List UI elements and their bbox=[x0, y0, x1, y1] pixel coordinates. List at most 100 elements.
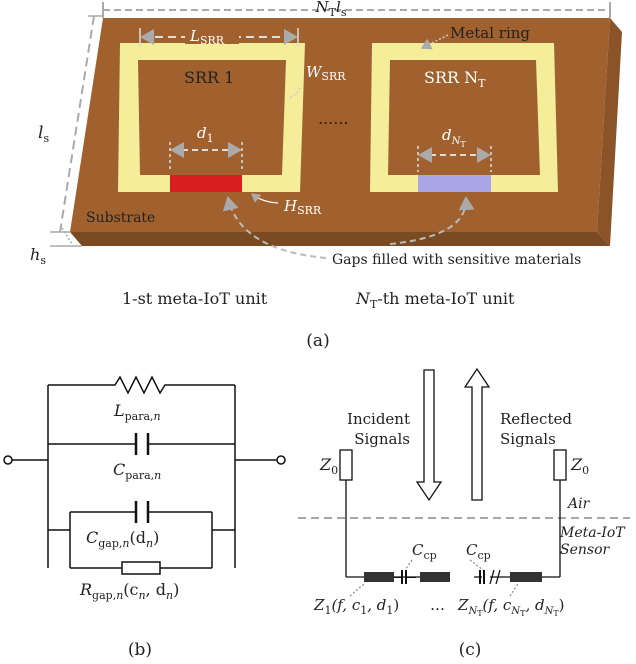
z0-right-sub: 0 bbox=[582, 464, 589, 477]
gaps-label: Gaps filled with sensitive materials bbox=[332, 252, 581, 268]
gaps-pointer-1 bbox=[222, 196, 327, 259]
hsrr-sub: SRR bbox=[297, 204, 322, 217]
z0-right-resistor bbox=[553, 449, 567, 481]
zn-c-subsub: T bbox=[520, 609, 526, 618]
top-dim-n-sub: T bbox=[329, 6, 337, 19]
r-gap-symbol bbox=[121, 561, 161, 575]
c-gap-sub: gap, bbox=[98, 537, 122, 550]
svg-text:Cpara,n: Cpara,n bbox=[113, 460, 161, 482]
hs-sub: s bbox=[40, 254, 46, 267]
srr-n-label: SRR NT bbox=[424, 68, 486, 90]
d1-dimension: d1 bbox=[169, 124, 243, 172]
svg-text:Lpara,n: Lpara,n bbox=[113, 401, 161, 423]
zn-c-sub: N bbox=[510, 606, 521, 617]
c-gap-label: C bbox=[86, 528, 98, 547]
z1-sub: 1 bbox=[324, 604, 331, 617]
caption-a: (a) bbox=[306, 331, 329, 351]
ellipsis-dots: ...... bbox=[318, 109, 349, 128]
hs-dimension: hs bbox=[30, 227, 82, 267]
sensor-label-2: Sensor bbox=[560, 542, 611, 558]
z1-label: Z bbox=[313, 596, 325, 614]
unit-1-label: 1-st meta-IoT unit bbox=[122, 289, 268, 308]
svg-text:d1: d1 bbox=[197, 124, 214, 145]
srr-n bbox=[370, 43, 558, 192]
zn-mid: , d bbox=[525, 596, 544, 614]
ccp-1-sub: cp bbox=[423, 549, 436, 562]
hs-label: h bbox=[30, 245, 40, 264]
svg-text:Cgap,n(dn): Cgap,n(dn) bbox=[86, 528, 159, 550]
dn-dimension: dNT bbox=[417, 126, 492, 172]
zn-d-subsub: T bbox=[553, 609, 559, 618]
z1-block bbox=[364, 572, 394, 582]
r-gap-n: n bbox=[116, 589, 123, 602]
l-para-symbol bbox=[48, 375, 235, 395]
c-para-label: C bbox=[113, 460, 125, 479]
z0-left-label: Z bbox=[319, 455, 332, 474]
svg-text:dNT: dNT bbox=[442, 126, 466, 149]
caption-c: (c) bbox=[459, 640, 482, 660]
z-ellipsis: … bbox=[430, 596, 445, 614]
c-gap-n: n bbox=[122, 537, 129, 550]
svg-text:Ccp: Ccp bbox=[412, 541, 437, 562]
zn-sub: N bbox=[467, 606, 478, 617]
reflected-arrow bbox=[463, 367, 491, 501]
svg-text:Z0: Z0 bbox=[570, 455, 589, 477]
hsrr-label: H bbox=[283, 197, 298, 215]
unit-n-suffix: -th meta-IoT unit bbox=[377, 289, 515, 308]
svg-text:Z0: Z0 bbox=[319, 455, 338, 477]
svg-text:Z1(f, c1, d1): Z1(f, c1, d1) bbox=[313, 596, 399, 617]
r-gap-mid: , d bbox=[146, 580, 166, 599]
sensor-label-1: Meta-IoT bbox=[559, 525, 626, 541]
terminal-right bbox=[276, 455, 286, 465]
r-gap-close: ) bbox=[173, 580, 179, 599]
reflected-label-1: Reflected bbox=[500, 410, 572, 428]
break-mark bbox=[489, 569, 501, 585]
z2-block bbox=[420, 572, 450, 582]
ccp-2-label: C bbox=[466, 541, 478, 559]
top-dim-l-sub: s bbox=[341, 6, 347, 19]
gaps-pointer-n bbox=[389, 196, 475, 245]
unit-n-label: NT-th meta-IoT unit bbox=[355, 289, 515, 311]
ccp-1-label: C bbox=[412, 541, 424, 559]
top-dim-l: l bbox=[336, 0, 341, 16]
ls-dimension: ls bbox=[38, 15, 104, 233]
z1-mid: , d bbox=[367, 596, 386, 614]
incident-label-1: Incident bbox=[347, 410, 410, 428]
top-dimension: NTls bbox=[102, 0, 611, 19]
lsrr-sub: SRR bbox=[200, 34, 225, 47]
z0-left-sub: 0 bbox=[331, 464, 338, 477]
air-label: Air bbox=[566, 496, 591, 512]
svg-text:ZNT(f, cNT, dNT): ZNT(f, cNT, dNT) bbox=[457, 596, 565, 618]
substrate-label: Substrate bbox=[86, 210, 155, 226]
substrate-right-edge bbox=[597, 18, 622, 246]
incident-label-2: Signals bbox=[354, 430, 410, 448]
d1-sub: 1 bbox=[207, 132, 214, 145]
zn-subsub: T bbox=[477, 609, 483, 618]
reflected-label-2: Signals bbox=[500, 430, 556, 448]
svg-text:NTls: NTls bbox=[315, 0, 347, 19]
svg-text:Rgap,n(cn, dn): Rgap,n(cn, dn) bbox=[79, 580, 179, 602]
metal-ring-label: Metal ring bbox=[450, 24, 530, 42]
svg-text:hs: hs bbox=[30, 245, 46, 267]
srr-1-gap bbox=[170, 175, 242, 192]
substrate-front bbox=[70, 232, 610, 246]
dn-label: d bbox=[442, 126, 452, 144]
panel-a: NTls ls hs LSRR bbox=[30, 0, 622, 351]
c-gap-close: ) bbox=[153, 528, 159, 547]
l-para-sub: para, bbox=[125, 410, 154, 423]
srr-1-label: SRR 1 bbox=[184, 68, 234, 87]
z1-d-sub: 1 bbox=[386, 604, 393, 617]
unit-n-sub: T bbox=[370, 298, 378, 311]
z0-left-resistor bbox=[339, 449, 353, 481]
caption-b: (b) bbox=[128, 640, 152, 660]
z1-close: ) bbox=[393, 596, 399, 614]
zn-block bbox=[510, 572, 542, 582]
zn-d-sub: N bbox=[544, 606, 555, 617]
ls-label: l bbox=[38, 123, 43, 143]
z0-right-label: Z bbox=[570, 455, 583, 474]
wsrr-label: W bbox=[306, 63, 323, 81]
panel-b bbox=[3, 375, 286, 575]
r-gap-arg-n2: n bbox=[166, 589, 173, 602]
srr-n-gap bbox=[418, 175, 491, 192]
r-gap-arg-n: n bbox=[138, 589, 145, 602]
